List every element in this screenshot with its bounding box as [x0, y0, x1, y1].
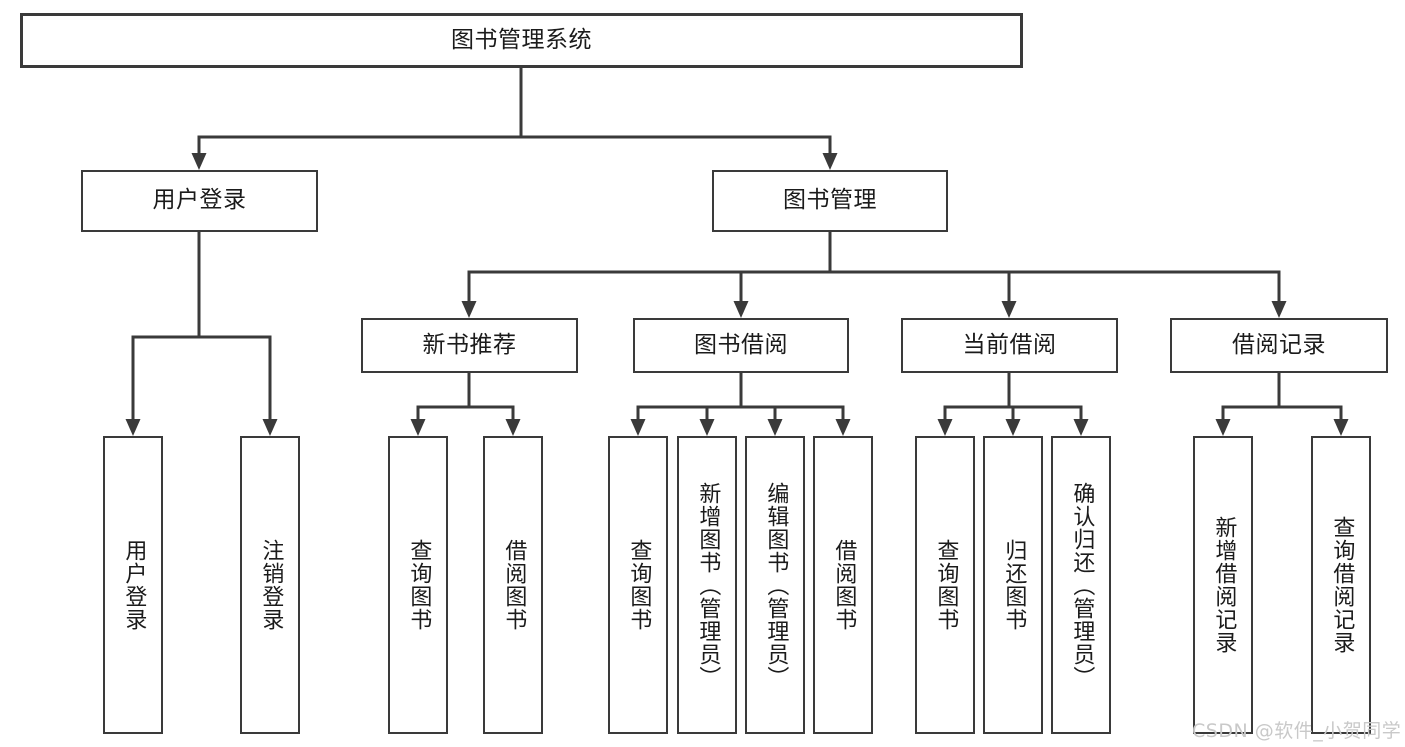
node-leaf-borrow-do[interactable]: 借阅图书 — [813, 436, 873, 734]
node-label: 编辑图书（管理员） — [763, 481, 789, 689]
node-leaf-cur-return[interactable]: 归还图书 — [983, 436, 1043, 734]
arrow-head-userlogin-to-leaves-0 — [125, 419, 141, 436]
arrow-head-borrowrecord-to-leaves-0 — [1215, 419, 1231, 436]
arrow-head-root-to-level1-0 — [191, 153, 207, 170]
node-label: 图书管理系统 — [451, 26, 592, 53]
node-label: 新增借阅记录 — [1211, 516, 1237, 654]
node-label: 借阅记录 — [1232, 331, 1326, 358]
csdn-watermark: CSDN @软件_小贺同学 — [1192, 720, 1402, 742]
node-label: 确认归还（管理员） — [1069, 481, 1095, 689]
arrow-head-newbookrec-to-leaves-0 — [410, 419, 426, 436]
node-label: 查询图书 — [933, 539, 959, 631]
arrow-head-root-to-level1-1 — [822, 153, 838, 170]
node-leaf-cur-confirm[interactable]: 确认归还（管理员） — [1051, 436, 1111, 734]
node-label: 注销登录 — [258, 539, 284, 631]
node-label: 图书管理 — [783, 187, 877, 214]
node-leaf-rec-query[interactable]: 查询图书 — [388, 436, 448, 734]
node-label: 查询图书 — [406, 539, 432, 631]
node-root[interactable]: 图书管理系统 — [20, 13, 1023, 68]
arrow-head-bookmanage-to-level2-2 — [1001, 301, 1017, 318]
node-leaf-borrow-edit[interactable]: 编辑图书（管理员） — [745, 436, 805, 734]
node-new-book-rec[interactable]: 新书推荐 — [361, 318, 578, 373]
arrow-head-bookmanage-to-level2-1 — [733, 301, 749, 318]
node-label: 图书借阅 — [694, 331, 788, 358]
arrow-head-bookborrow-to-leaves-3 — [835, 419, 851, 436]
arrow-head-newbookrec-to-leaves-1 — [505, 419, 521, 436]
node-leaf-borrow-add[interactable]: 新增图书（管理员） — [677, 436, 737, 734]
arrow-head-currentborrow-to-leaves-1 — [1005, 419, 1021, 436]
node-user-login[interactable]: 用户登录 — [81, 170, 318, 232]
node-label: 当前借阅 — [962, 331, 1057, 358]
node-label: 归还图书 — [1001, 539, 1027, 631]
arrow-head-currentborrow-to-leaves-2 — [1073, 419, 1089, 436]
node-label: 查询借阅记录 — [1329, 516, 1355, 654]
node-label: 查询图书 — [626, 539, 652, 631]
node-label: 借阅图书 — [831, 539, 857, 631]
node-label: 用户登录 — [152, 187, 247, 214]
node-leaf-rec-borrow[interactable]: 借阅图书 — [483, 436, 543, 734]
arrow-head-bookborrow-to-leaves-0 — [630, 419, 646, 436]
arrow-head-borrowrecord-to-leaves-1 — [1333, 419, 1349, 436]
arrow-head-bookborrow-to-leaves-1 — [699, 419, 715, 436]
arrow-head-bookborrow-to-leaves-2 — [767, 419, 783, 436]
node-label: 借阅图书 — [501, 539, 527, 631]
arrow-head-bookmanage-to-level2-3 — [1271, 301, 1287, 318]
node-leaf-borrow-query[interactable]: 查询图书 — [608, 436, 668, 734]
node-label: 新书推荐 — [422, 331, 517, 358]
node-borrow-record[interactable]: 借阅记录 — [1170, 318, 1388, 373]
node-label: 新增图书（管理员） — [695, 481, 721, 689]
node-leaf-logout[interactable]: 注销登录 — [240, 436, 300, 734]
node-current-borrow[interactable]: 当前借阅 — [901, 318, 1118, 373]
node-leaf-rec-add[interactable]: 新增借阅记录 — [1193, 436, 1253, 734]
node-label: 用户登录 — [121, 539, 147, 631]
node-book-manage[interactable]: 图书管理 — [712, 170, 948, 232]
arrow-head-bookmanage-to-level2-0 — [461, 301, 477, 318]
node-book-borrow[interactable]: 图书借阅 — [633, 318, 849, 373]
arrow-head-userlogin-to-leaves-1 — [262, 419, 278, 436]
arrow-head-currentborrow-to-leaves-0 — [937, 419, 953, 436]
node-leaf-user-login[interactable]: 用户登录 — [103, 436, 163, 734]
node-leaf-rec-search[interactable]: 查询借阅记录 — [1311, 436, 1371, 734]
node-leaf-cur-query[interactable]: 查询图书 — [915, 436, 975, 734]
